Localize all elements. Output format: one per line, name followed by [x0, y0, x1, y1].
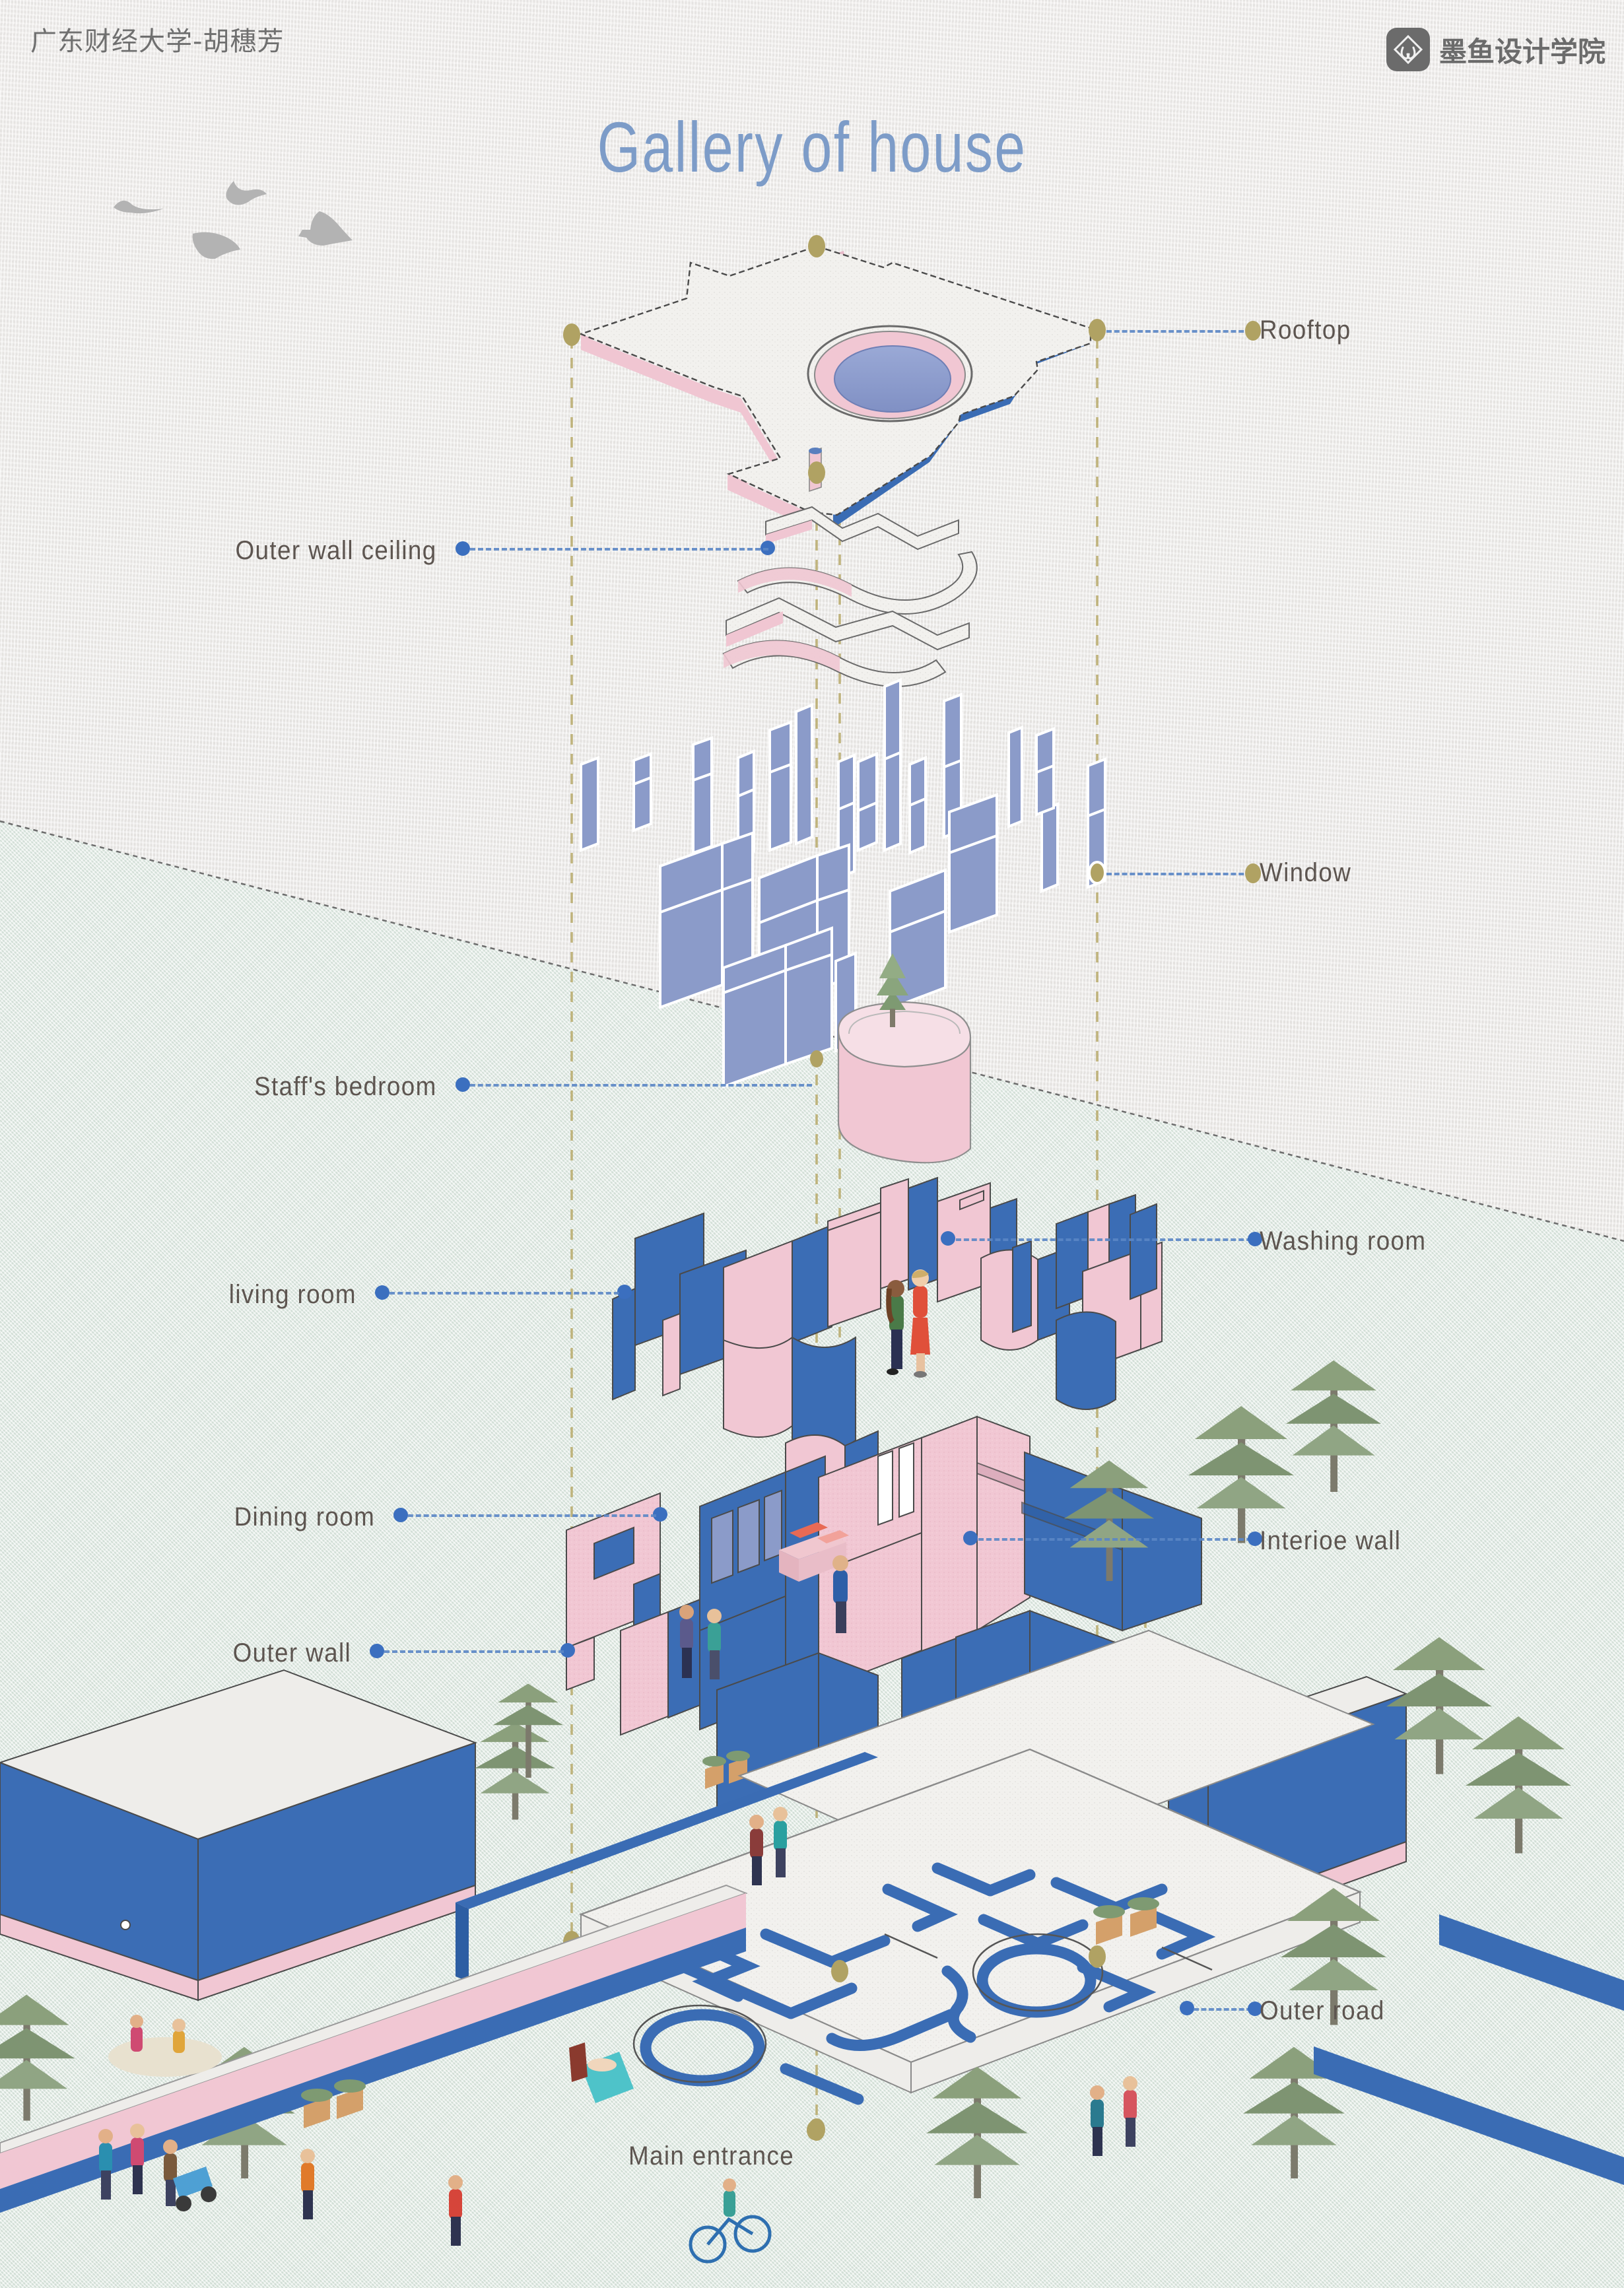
annotation-outer-wall: Outer wall	[232, 1638, 351, 1667]
bird-icon	[192, 232, 240, 259]
figure	[98, 2129, 113, 2200]
connector-dot-main-entrance	[807, 2120, 823, 2140]
author-credit: 广东财经大学-胡穗芳	[30, 26, 285, 57]
annotation-outer-wall-ceiling: Outer wall ceiling	[235, 536, 437, 565]
layer-outer-wall-ceiling	[722, 506, 978, 687]
connector-dot-outer-wall	[370, 1644, 384, 1658]
stroller	[173, 2167, 217, 2211]
connector-dot-dining-room	[393, 1508, 408, 1522]
leader-line-staffs-bedroom	[462, 1084, 812, 1087]
annotation-rooftop: Rooftop	[1260, 316, 1351, 345]
bird-icon	[114, 200, 164, 214]
connector-dot-window	[1245, 863, 1261, 883]
picnic-group	[108, 2015, 222, 2077]
layer-rooftop	[563, 235, 1106, 528]
figure	[163, 2139, 178, 2206]
figure	[1090, 2085, 1104, 2156]
connector-dot-staffs-bedroom	[456, 1077, 470, 1092]
connector-dot-washing-room	[1248, 1232, 1262, 1246]
figure	[130, 2124, 145, 2194]
bathtub	[569, 2042, 634, 2103]
figure	[300, 2149, 315, 2219]
figure	[832, 1555, 848, 1633]
leader-line-interior-wall	[978, 1538, 1252, 1541]
cyclist	[689, 2178, 772, 2264]
connector-dot-outer-road	[1248, 2002, 1262, 2016]
figure	[773, 1807, 788, 1877]
figure	[886, 1280, 904, 1375]
layer-ground-floor-plan	[456, 1629, 1375, 2141]
figure	[448, 2175, 463, 2246]
layer-living-washing-walls	[612, 1176, 1163, 1529]
annotation-washing-room: Washing room	[1260, 1227, 1427, 1256]
connector-dot-living-room	[375, 1285, 389, 1300]
leader-line-rooftop	[1106, 330, 1252, 333]
brand-logo: 墨鱼设计学院	[1386, 28, 1606, 71]
connector-dot-outer-wall-ceiling	[456, 541, 470, 556]
annotation-outer-road: Outer road	[1260, 1996, 1385, 2025]
bird-icon	[226, 181, 267, 205]
floorplan-thin-lines	[632, 1933, 1213, 2083]
figure	[910, 1269, 930, 1378]
figure	[707, 1609, 722, 1679]
figure	[749, 1815, 764, 1885]
connector-dot-rooftop	[1245, 321, 1261, 341]
layer-windows	[580, 678, 1106, 1089]
annotation-window: Window	[1260, 858, 1352, 887]
annotation-interior-wall: Interioe wall	[1260, 1526, 1402, 1555]
leader-line-window	[1106, 873, 1252, 875]
planters	[301, 1897, 1159, 2128]
annotation-dining-room: Dining room	[234, 1502, 375, 1531]
sofa-vignette	[779, 1522, 849, 1582]
leader-line-dining-room	[400, 1514, 656, 1517]
brand-name: 墨鱼设计学院	[1438, 35, 1606, 68]
figure	[679, 1605, 694, 1678]
annotation-living-room: living room	[228, 1280, 356, 1309]
squid-diamond-icon	[1386, 28, 1430, 71]
figure	[1123, 2076, 1137, 2147]
bird-icon	[298, 211, 353, 246]
layer-dining-main-walls	[560, 1415, 1202, 1814]
layer-staffs-bedroom	[810, 953, 972, 1164]
connector-dot-interior-wall	[1248, 1531, 1262, 1546]
annotation-main-entrance: Main entrance	[628, 2141, 795, 2170]
leader-line-outer-wall	[376, 1650, 564, 1653]
annotation-staffs-bedroom: Staff's bedroom	[254, 1072, 437, 1101]
leader-line-outer-road	[1194, 2008, 1252, 2011]
street-context	[0, 1807, 1624, 2264]
leader-line-washing-room	[956, 1238, 1252, 1241]
leader-line-outer-wall-ceiling	[462, 548, 768, 551]
leader-line-living-room	[382, 1292, 619, 1295]
page-title: Gallery of house	[597, 107, 1027, 187]
